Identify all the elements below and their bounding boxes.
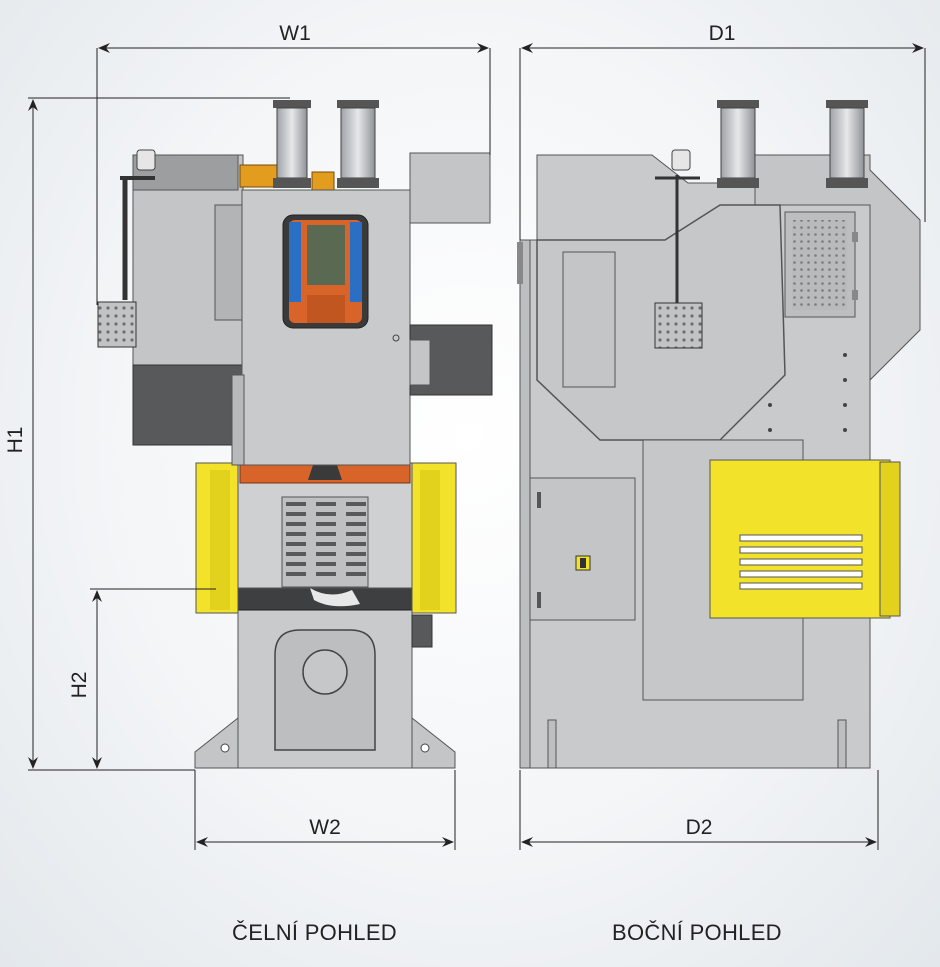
w1-label: W1	[279, 22, 311, 45]
side-foot-pedal	[654, 302, 703, 349]
w2-label: W2	[309, 816, 341, 839]
front-left-foot	[194, 716, 239, 769]
front-foot-pedal	[97, 301, 137, 348]
front-right-foot	[411, 716, 456, 769]
side-view	[517, 100, 921, 769]
side-hood	[754, 154, 921, 382]
front-view	[97, 100, 493, 769]
flywheel-hub	[302, 649, 348, 695]
front-cylinders	[273, 100, 379, 188]
front-view-caption: ČELNÍ POHLED	[232, 920, 397, 945]
side-view-caption: BOČNÍ POHLED	[612, 920, 782, 945]
d1-label: D1	[709, 22, 736, 45]
dimension-lines	[28, 43, 926, 850]
front-vent-slots	[281, 496, 369, 588]
side-cylinders	[717, 100, 868, 188]
electrical-cabinet	[529, 477, 636, 621]
h1-label: H1	[4, 427, 27, 454]
front-top-right-box	[409, 152, 491, 224]
d2-label: D2	[686, 816, 713, 839]
h2-label: H2	[68, 672, 91, 699]
